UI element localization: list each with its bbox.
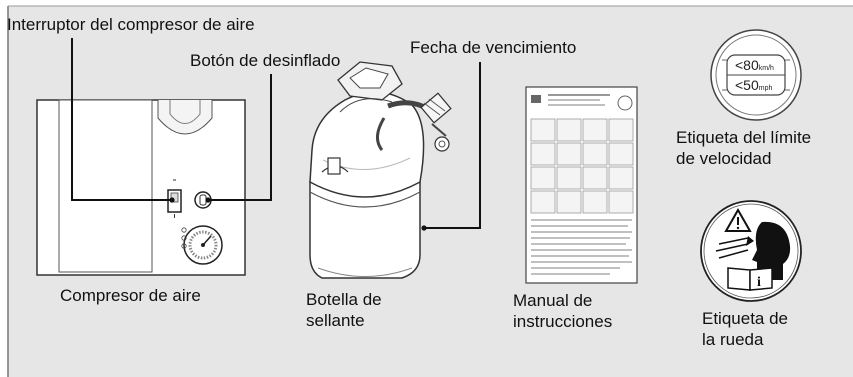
expiry-date-label: Fecha de vencimiento — [410, 38, 577, 57]
wheel-label: i — [700, 200, 802, 302]
svg-text:i: i — [757, 275, 761, 290]
air-compressor — [36, 99, 246, 276]
manual-label-line1: Manual de — [513, 291, 593, 310]
sealant-bottle-label-line1: Botella de — [306, 290, 382, 309]
sealant-bottle — [309, 61, 452, 279]
warning-triangle-icon — [724, 207, 752, 232]
sealant-bottle-label: Botella de sellante — [306, 289, 416, 331]
spray-lines-icon — [715, 236, 754, 259]
speed-limit-label — [710, 29, 802, 121]
leader-expiry — [424, 62, 481, 229]
manual-label: Manual de instrucciones — [513, 290, 623, 332]
wheel-caption-line2: la rueda — [702, 330, 764, 349]
bottle-valve — [420, 92, 452, 152]
head-silhouette-icon — [752, 221, 791, 280]
speed-kmh: <80km/h — [735, 57, 774, 73]
compressor-switch-label: Interruptor del compresor de aire — [7, 15, 255, 34]
leader-deflate-dot — [205, 197, 211, 203]
leader-expiry-dot — [421, 225, 427, 231]
speed-limit-label-caption: Etiqueta del límite de velocidad — [676, 127, 851, 169]
manual-book-icon: i — [727, 267, 773, 291]
air-compressor-label: Compresor de aire — [60, 286, 201, 305]
deflate-button-label: Botón de desinflado — [190, 51, 341, 70]
leader-switch-dot — [169, 197, 175, 203]
sealant-bottle-label-line2: sellante — [306, 311, 365, 330]
speed-limit-caption-line2: de velocidad — [676, 149, 772, 168]
pressure-gauge-icon — [181, 225, 223, 265]
leader-switch — [71, 38, 172, 201]
instruction-manual — [525, 86, 638, 284]
manual-label-line2: instrucciones — [513, 312, 613, 331]
speed-mph: <50mph — [735, 77, 773, 93]
leader-deflate — [208, 74, 272, 201]
speed-limit-caption-line1: Etiqueta del límite — [676, 128, 812, 147]
wheel-caption-line1: Etiqueta de — [702, 309, 789, 328]
wheel-label-caption: Etiqueta de la rueda — [702, 308, 812, 350]
